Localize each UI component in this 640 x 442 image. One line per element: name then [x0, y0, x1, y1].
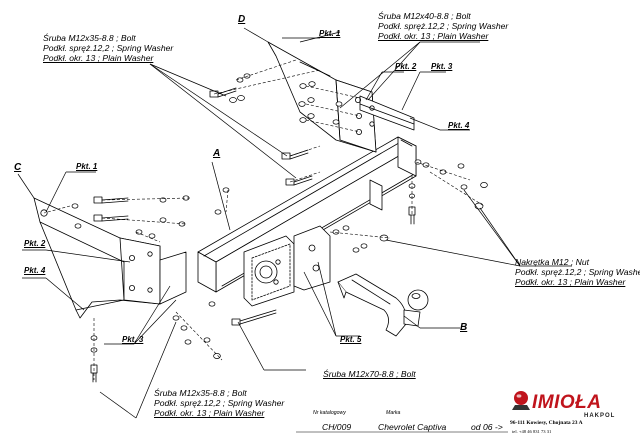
- label-pkt2-top: Pkt. 2: [395, 62, 417, 71]
- brand-name: IMIOŁA: [532, 392, 602, 413]
- bolt-set-top-left: [209, 87, 237, 98]
- callout-line: Śruba M12x40-8.8 ; Bolt: [378, 11, 471, 21]
- label-pkt3-bottom: Pkt. 3: [122, 335, 144, 344]
- brand-phone: tel. +48 46 831 73 31: [512, 429, 552, 434]
- brand-address: 96-111 Kowiesy, Chojnata 23 A: [510, 420, 583, 426]
- callout-line: Nakrętka M12 ; Nut: [515, 257, 590, 267]
- label-pkt1-left: Pkt. 1: [76, 162, 98, 171]
- tow-ball-arm: [337, 273, 429, 337]
- label-pkt5: Pkt. 5: [340, 335, 362, 344]
- label-c: C: [14, 162, 22, 173]
- callout-line: Śruba M12x35-8.8 ; Bolt: [43, 33, 136, 43]
- bolt-vertical-right: [408, 206, 416, 225]
- right-bracket: [267, 41, 415, 211]
- label-b: B: [460, 322, 468, 333]
- vehicle-model: Chevrolet Captiva: [378, 422, 447, 432]
- label-pkt4-right: Pkt. 4: [448, 121, 470, 130]
- brand-subname: HAKPOL: [584, 413, 616, 419]
- label-d: D: [238, 14, 246, 25]
- callout-line: Podkł. spręż.12,2 ; Spring Washer: [154, 398, 285, 408]
- callout-line: Śruba M12x35-8.8 ; Bolt: [154, 388, 247, 398]
- label-pkt2-left: Pkt. 2: [24, 239, 46, 248]
- label-a: A: [213, 148, 221, 159]
- callout-line: Podkł. okr. 13 ; Plain Washer: [43, 53, 154, 63]
- leader-lines: [17, 27, 572, 419]
- callout-line: Podkł. okr. 13 ; Plain Washer: [378, 31, 489, 41]
- bolt-set-top-left-3: [285, 175, 313, 186]
- label-pkt4-left: Pkt. 4: [24, 266, 46, 275]
- washer-nut-set: [71, 73, 488, 359]
- callout-line: Podkł. okr. 13 ; Plain Washer: [154, 408, 265, 418]
- bolt-set-mid-left-2: [93, 214, 129, 222]
- hakpol-ball-logo-icon: [512, 391, 530, 410]
- bolt-set-mid-left: [93, 196, 129, 204]
- catalog-number-label: Nr katalogowy: [313, 410, 346, 416]
- callout-line: Podkł. spręż.12,2 ; Spring Washer: [378, 21, 509, 31]
- callout-bolt-m12x70: Śruba M12x70-8.8 ; Bolt: [323, 369, 416, 379]
- callout-line: Podkł. okr. 13 ; Plain Washer: [515, 277, 626, 287]
- catalog-number: CH/009: [322, 422, 352, 432]
- label-pkt1-top: Pkt. 1: [319, 29, 341, 38]
- vehicle-year: od 06 ->: [471, 422, 503, 432]
- make-label: Marka: [386, 410, 401, 416]
- callout-line: Podkł. spręż.12,2 ; Spring Washer: [43, 43, 174, 53]
- assembly-axes: [43, 59, 485, 380]
- left-bracket: [33, 197, 187, 319]
- callout-line: Podkł. spręż.12,2 ; Spring Washer: [515, 267, 640, 277]
- bolt-m12x70: [231, 309, 277, 326]
- label-pkt3-top: Pkt. 3: [431, 62, 453, 71]
